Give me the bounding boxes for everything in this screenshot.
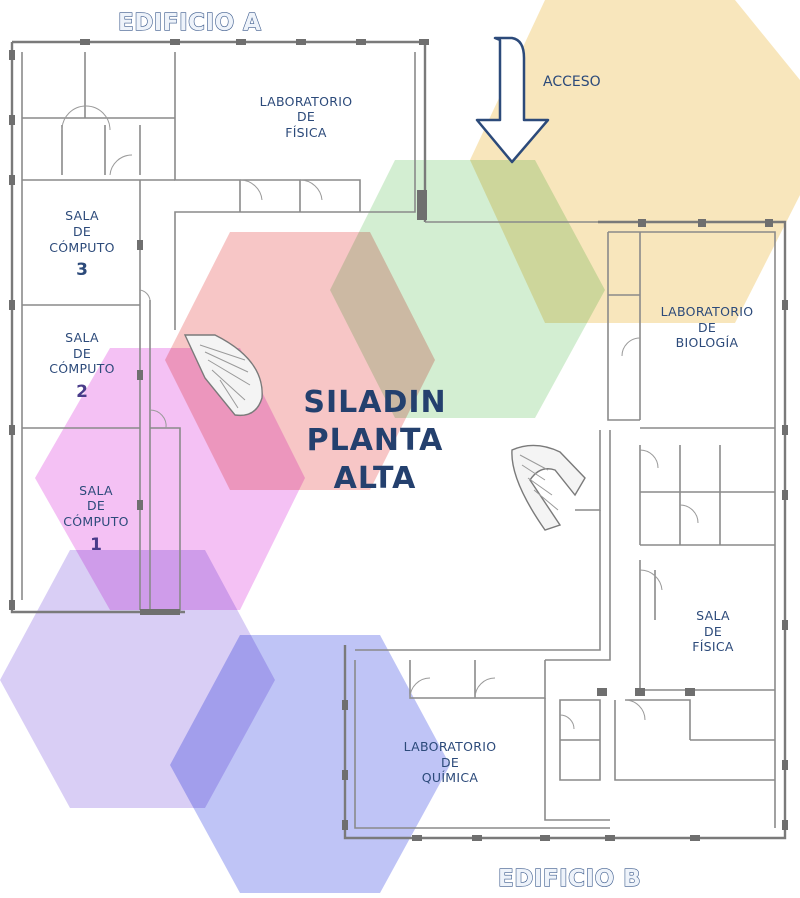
building-a-label: EDIFICIO A bbox=[118, 10, 261, 36]
room-label-line1: SALA bbox=[65, 330, 99, 345]
room-lab-quimica[interactable]: LABORATORIO DE QUÍMICA bbox=[404, 739, 497, 785]
room-label-line2: DE bbox=[297, 109, 315, 124]
room-label-line1: SALA bbox=[65, 208, 99, 223]
room-lab-biologia[interactable]: LABORATORIO DE BIOLOGÍA bbox=[661, 304, 754, 350]
room-label-line3: BIOLOGÍA bbox=[676, 335, 739, 350]
room-label-line3: QUÍMICA bbox=[422, 770, 479, 785]
building-b-walls bbox=[342, 219, 788, 841]
room-sala-computo-3[interactable]: SALA DE CÓMPUTO 3 bbox=[49, 208, 115, 280]
down-arrow-icon bbox=[475, 36, 550, 164]
room-label-line3: CÓMPUTO bbox=[49, 240, 115, 255]
room-label-line1: SALA bbox=[79, 483, 113, 498]
room-label-line3: FÍSICA bbox=[692, 639, 734, 654]
map-title-line1: SILADIN bbox=[303, 385, 446, 420]
room-number: 1 bbox=[90, 535, 102, 555]
room-sala-computo-1[interactable]: SALA DE CÓMPUTO 1 bbox=[63, 483, 129, 555]
room-label-line3: CÓMPUTO bbox=[49, 361, 115, 376]
room-label-line2: DE bbox=[441, 755, 459, 770]
map-title-line2: PLANTA bbox=[307, 423, 444, 458]
building-a-walls bbox=[9, 39, 429, 615]
spiral-stair-icon bbox=[183, 334, 586, 531]
room-sala-computo-2[interactable]: SALA DE CÓMPUTO 2 bbox=[49, 330, 115, 402]
corridor-walls bbox=[355, 221, 611, 661]
room-label-line3: CÓMPUTO bbox=[63, 514, 129, 529]
access-label: ACCESO bbox=[543, 74, 601, 90]
room-label-line1: LABORATORIO bbox=[260, 94, 353, 109]
room-label-line2: DE bbox=[73, 346, 91, 361]
room-label-line1: LABORATORIO bbox=[404, 739, 497, 754]
room-label-line2: DE bbox=[87, 498, 105, 513]
map-title-line3: ALTA bbox=[334, 461, 417, 496]
map-title: SILADIN PLANTA ALTA bbox=[303, 385, 446, 496]
room-label-line2: DE bbox=[73, 224, 91, 239]
room-label-line2: DE bbox=[698, 320, 716, 335]
room-label-line1: LABORATORIO bbox=[661, 304, 754, 319]
room-label-line1: SALA bbox=[696, 608, 730, 623]
room-lab-fisica[interactable]: LABORATORIO DE FÍSICA bbox=[260, 94, 353, 140]
building-b-label: EDIFICIO B bbox=[498, 866, 641, 892]
room-number: 3 bbox=[76, 260, 88, 280]
room-label-line2: DE bbox=[704, 624, 722, 639]
room-sala-fisica[interactable]: SALA DE FÍSICA bbox=[692, 608, 734, 654]
room-number: 2 bbox=[76, 382, 88, 402]
room-label-line3: FÍSICA bbox=[285, 125, 327, 140]
